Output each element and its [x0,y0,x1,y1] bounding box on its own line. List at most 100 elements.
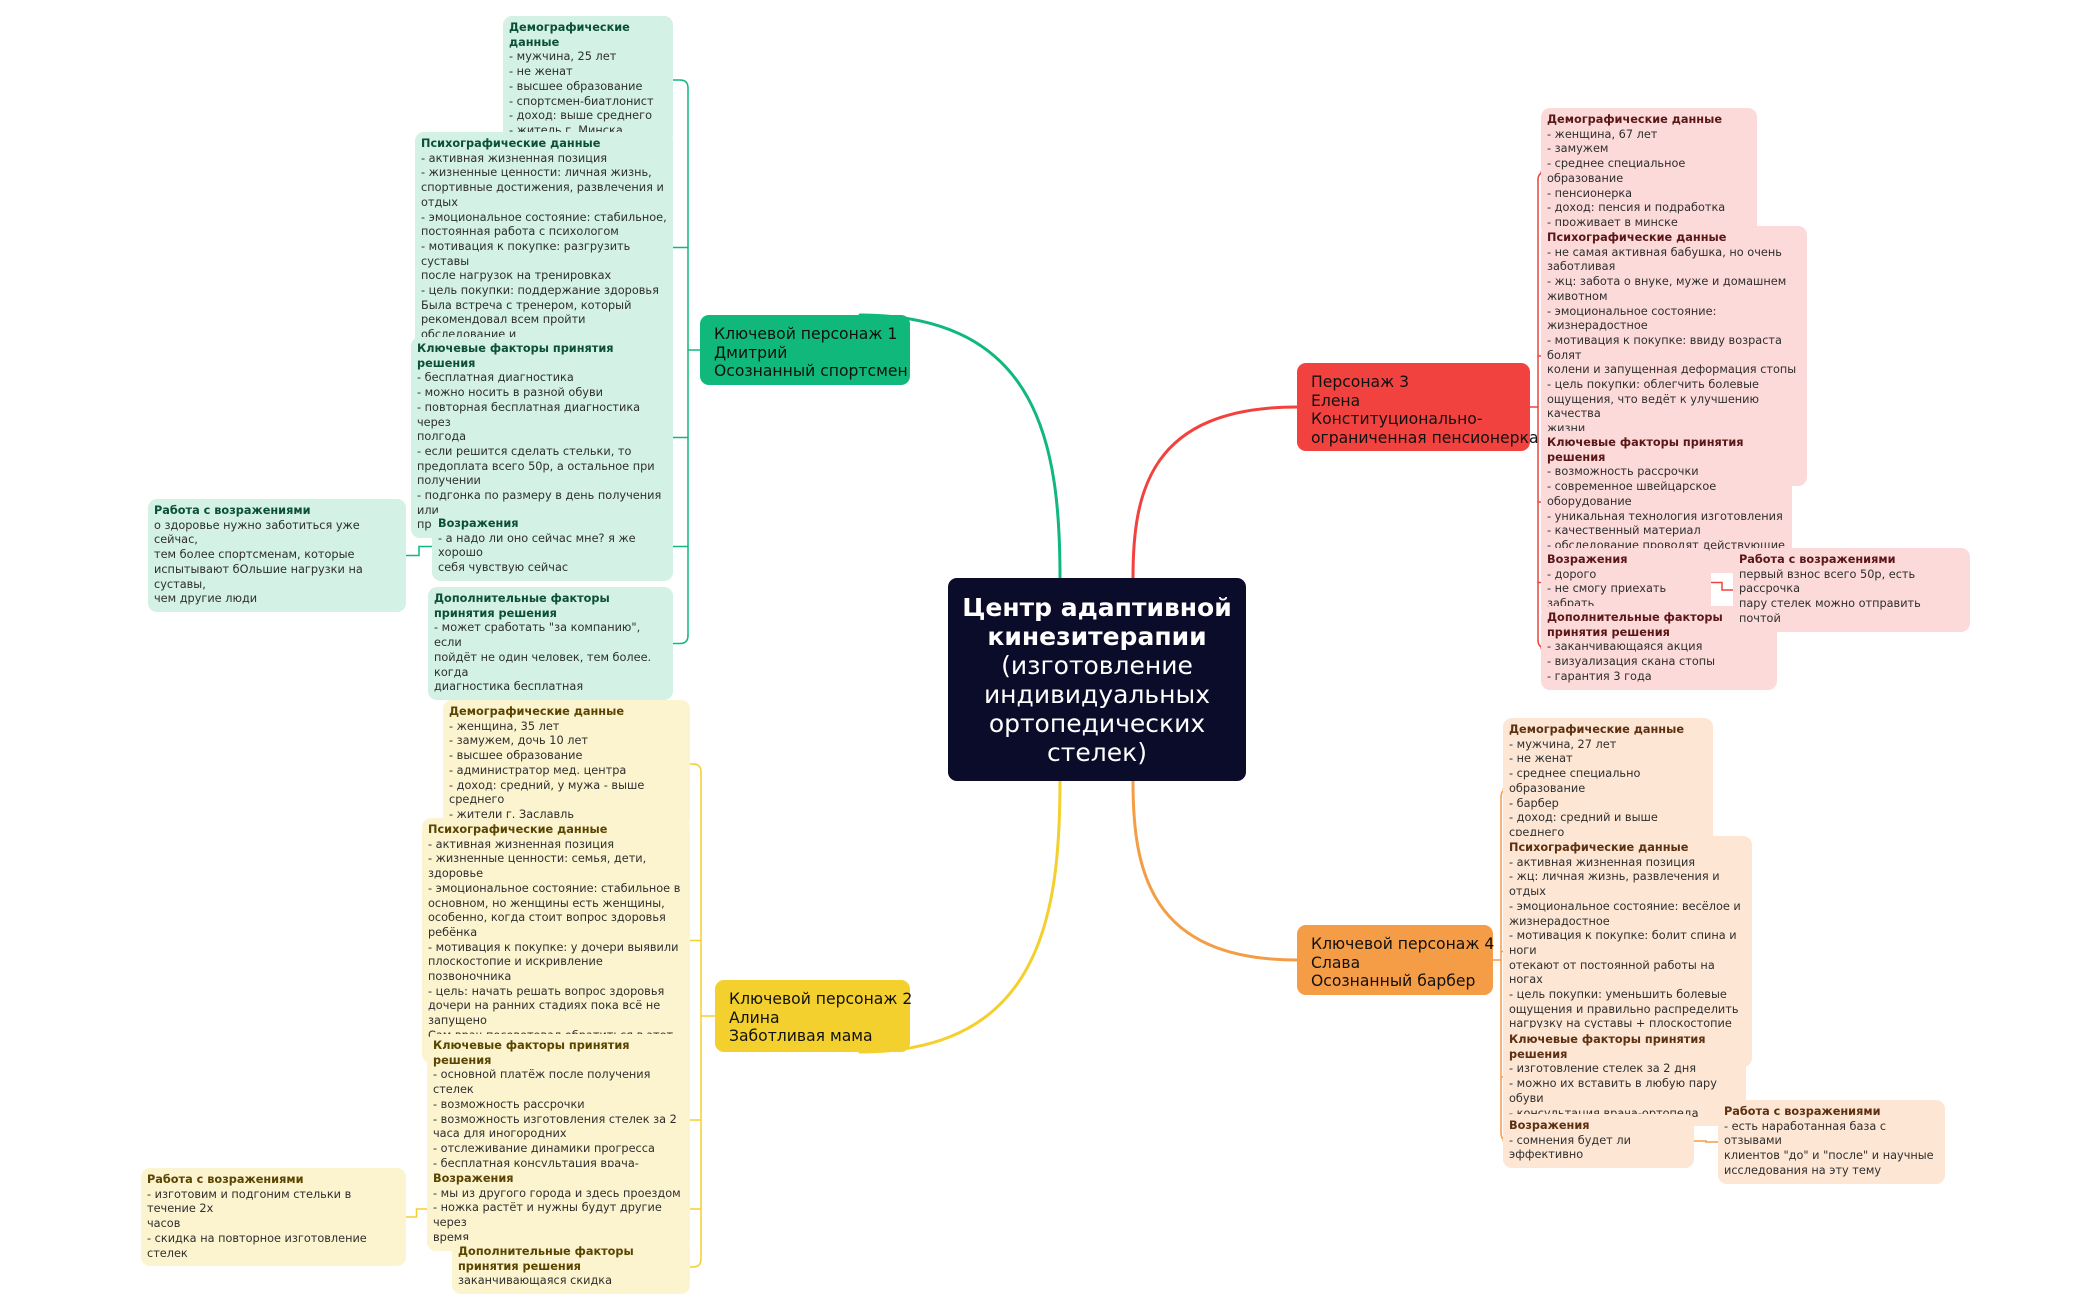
card-line: пойдёт не один человек, тем более. когда [434,650,652,679]
persona-1-card-5[interactable]: Дополнительные факторы принятия решения-… [428,587,673,700]
card-line: запущено [428,1014,487,1028]
persona-1-card-6[interactable]: Работа с возражениями о здоровье нужно з… [148,499,406,612]
persona-2-card-6[interactable]: Работа с возражениями- изготовим и подго… [141,1168,406,1267]
card-line: - не женат [509,65,573,79]
card-title: Ключевые факторы принятия решения [1547,436,1744,464]
card-line: - жизненные ценности: личная жизнь, [421,166,652,180]
card-line: - если решится сделать стельки, то [417,444,632,458]
card-line: - не женат [1509,752,1573,766]
card-line: пару стелек можно отправить почтой [1739,597,1921,625]
card-line: плоскостопие и искривление позвоночника [428,955,603,984]
card-line: - высшее образование [509,79,643,93]
persona-2-card-4[interactable]: Возражения - мы из другого города и здес… [427,1167,690,1251]
card-line: - эмоциональное состояние: жизнерадостно… [1547,304,1717,333]
card-line: - не самая активная бабушка, но очень [1547,245,1782,259]
card-line: - современное швейцарское оборудование [1547,480,1717,508]
persona-1-card-1[interactable]: Демографические данные- мужчина, 25 лет-… [503,16,673,144]
card-line: Была встреча с тренером, который [421,298,632,312]
card-title: Демографические данные [1509,723,1684,736]
card-line: после нагрузок на тренировках [421,269,612,283]
card-title: Возражения [1509,1119,1590,1132]
persona-4-name: Слава [1311,953,1361,972]
persona-4-card-3[interactable]: Ключевые факторы принятия решения- изгот… [1503,1028,1746,1127]
card-line: - мужчина, 25 лет [509,50,617,64]
persona-1-card-3[interactable]: Ключевые факторы принятия решения- беспл… [411,337,673,539]
card-line: - основной платёж после получения стелек [433,1068,651,1097]
card-line: - пенсионерка [1547,186,1633,200]
persona-2-card-2[interactable]: Психографические данные- активная жизнен… [422,818,690,1064]
card-line: - эмоциональное состояние: весёлое и [1509,899,1741,913]
card-line: - спортсмен-биатлонист [509,94,654,108]
card-line: - мотивация к покупке: ввиду возраста бо… [1547,333,1782,362]
central-topic[interactable]: Центр адаптивной кинезитерапии (изготовл… [948,578,1246,781]
card-line: - можно их вставить в любую пару обуви [1509,1077,1717,1105]
persona-3-card-4[interactable]: Возражения- дорого- не смогу приехать за… [1541,548,1711,617]
card-title: Психографические данные [1509,841,1689,854]
card-line: постоянная работа с психологом [421,225,619,239]
card-line: дочери на ранних стадиях пока всё не [428,999,661,1013]
card-title: Демографические данные [449,705,624,718]
central-topic-title: Центр адаптивной кинезитерапии [962,592,1232,651]
card-line: исследования на эту тему [1724,1163,1882,1177]
card-line: основном, но женщины есть женщины, [428,896,665,910]
card-title: Ключевые факторы принятия решения [1509,1033,1706,1061]
persona-4-node[interactable]: Ключевой персонаж 4 Слава Осознанный бар… [1297,925,1495,995]
card-line: ощущения и правильно распределить [1509,1002,1739,1016]
card-line: - администратор мед. центра [449,763,627,777]
persona-1-node[interactable]: Ключевой персонаж 1 Дмитрий Осознанный с… [700,315,910,385]
card-line: - активная жизненная позиция [421,151,608,165]
card-line: - изготовление стелек за 2 дня [1509,1062,1697,1076]
card-line: - гарантия 3 года [1547,669,1652,683]
card-line: ощущения, что ведёт к улучшению качества [1547,392,1760,421]
card-title: Возражения [438,517,519,530]
card-line: чем другие люди [154,592,258,606]
persona-1-card-2[interactable]: Психографические данные- активная жизнен… [415,132,673,363]
card-title: Психографические данные [1547,231,1727,244]
card-line: получении [417,474,481,488]
card-line: отекают от постоянной работы на ногах [1509,958,1715,987]
card-line: - высшее образование [449,749,583,763]
card-line: - женщина, 67 лет [1547,127,1658,141]
persona-4-type: Осознанный барбер [1311,972,1476,990]
card-line: - сомнения будет ли эффективно [1509,1133,1631,1162]
card-line: нагрузку на суставы + плоскостопие [1509,1017,1732,1031]
card-line: полгода [417,430,467,444]
card-line: - подгонка по размеру в день получения и… [417,489,662,517]
card-line: часов [147,1217,181,1231]
card-line: - жц: забота о внуке, муже и домашнем [1547,275,1787,289]
persona-4-card-4[interactable]: Возражения- сомнения будет ли эффективно [1503,1114,1694,1169]
card-line: - среднее специально образование [1509,767,1641,795]
card-line: - а надо ли оно сейчас мне? я же хорошо [438,531,636,560]
persona-1-name: Дмитрий [714,343,788,362]
persona-2-card-1[interactable]: Демографические данные- женщина, 35 лет-… [443,700,690,828]
card-line: - проживает в минске [1547,215,1678,229]
persona-3-card-1[interactable]: Демографические данные- женщина, 67 лет-… [1541,108,1757,236]
card-line: - есть наработанная база с отзывами [1724,1119,1887,1148]
persona-2-node[interactable]: Ключевой персонаж 2 Алина Заботливая мам… [715,980,912,1052]
card-title: Работа с возражениями [147,1173,304,1186]
card-title: Работа с возражениями [1724,1105,1881,1118]
persona-3-node[interactable]: Персонаж 3 Елена Конституционально- огра… [1297,363,1539,451]
card-title: Работа с возражениями [1739,553,1896,566]
card-line: - эмоциональное состояние: стабильное в [428,881,681,895]
persona-1-card-4[interactable]: Возражения- а надо ли оно сейчас мне? я … [432,512,673,581]
persona-4-label: Ключевой персонаж 4 [1311,935,1495,953]
card-title: Работа с возражениями [154,504,311,517]
card-line: - качественный материал [1547,524,1701,538]
persona-2-type: Заботливая мама [729,1027,873,1045]
card-line: - доход: выше среднего [509,109,652,123]
card-line: - ножка растёт и нужны будут другие чере… [433,1201,662,1230]
card-line: отдых [421,195,458,209]
card-line: - барбер [1509,796,1559,810]
card-line: - можно носить в разной обуви [417,386,603,400]
card-line: - возможность изготовления стелек за 2 [433,1112,677,1126]
card-title: Возражения [433,1172,514,1185]
persona-4-card-5[interactable]: Работа с возражениями- есть наработанная… [1718,1100,1945,1184]
card-line: предоплата всего 50р, а остальное при [417,459,655,473]
card-line: - эмоциональное состояние: стабильное, [421,210,667,224]
card-line: животном [1547,289,1608,303]
card-line: - доход: пенсия и подработка [1547,201,1726,215]
central-topic-subtitle: (изготовление индивидуальных ортопедичес… [983,650,1211,767]
